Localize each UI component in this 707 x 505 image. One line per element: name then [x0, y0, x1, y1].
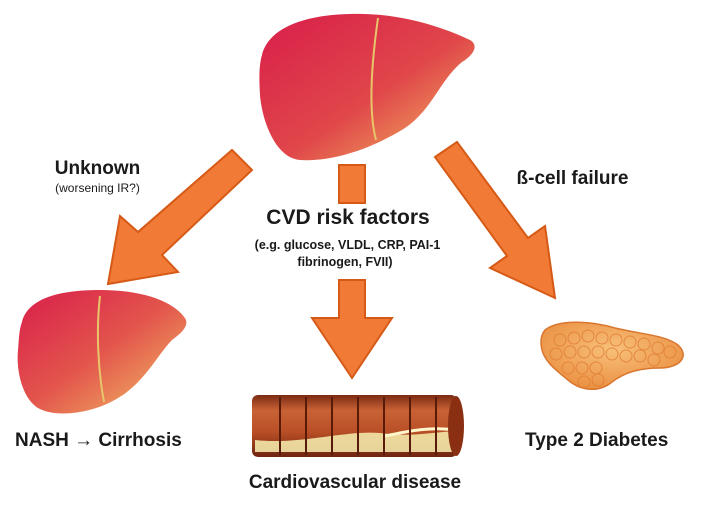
worsening-ir-label: (worsening IR?): [55, 181, 140, 195]
beta-cell-failure-label: ß-cell failure: [516, 168, 629, 189]
cvd-risk-factors-detail-1: (e.g. glucose, VLDL, CRP, PAI-1: [254, 238, 441, 252]
cardiovascular-disease-label: Cardiovascular disease: [248, 472, 462, 493]
nash-liver-illustration: [17, 290, 187, 414]
nash-cirrhosis-label: NASH → Cirrhosis: [15, 430, 182, 451]
type-2-diabetes-label: Type 2 Diabetes: [525, 430, 669, 451]
cvd-risk-factors-detail-2: fibrinogen, FVII): [297, 255, 393, 269]
cvd-risk-factors-title: CVD risk factors: [266, 206, 430, 229]
arrow-to-nash: [106, 148, 254, 286]
arrow-to-cvd: [310, 164, 394, 380]
unknown-label: Unknown: [54, 158, 141, 179]
top-liver-illustration: [259, 13, 475, 161]
artery-illustration: [252, 395, 464, 457]
pancreas-illustration: [540, 321, 684, 390]
arrow-to-diabetes: [433, 140, 557, 300]
